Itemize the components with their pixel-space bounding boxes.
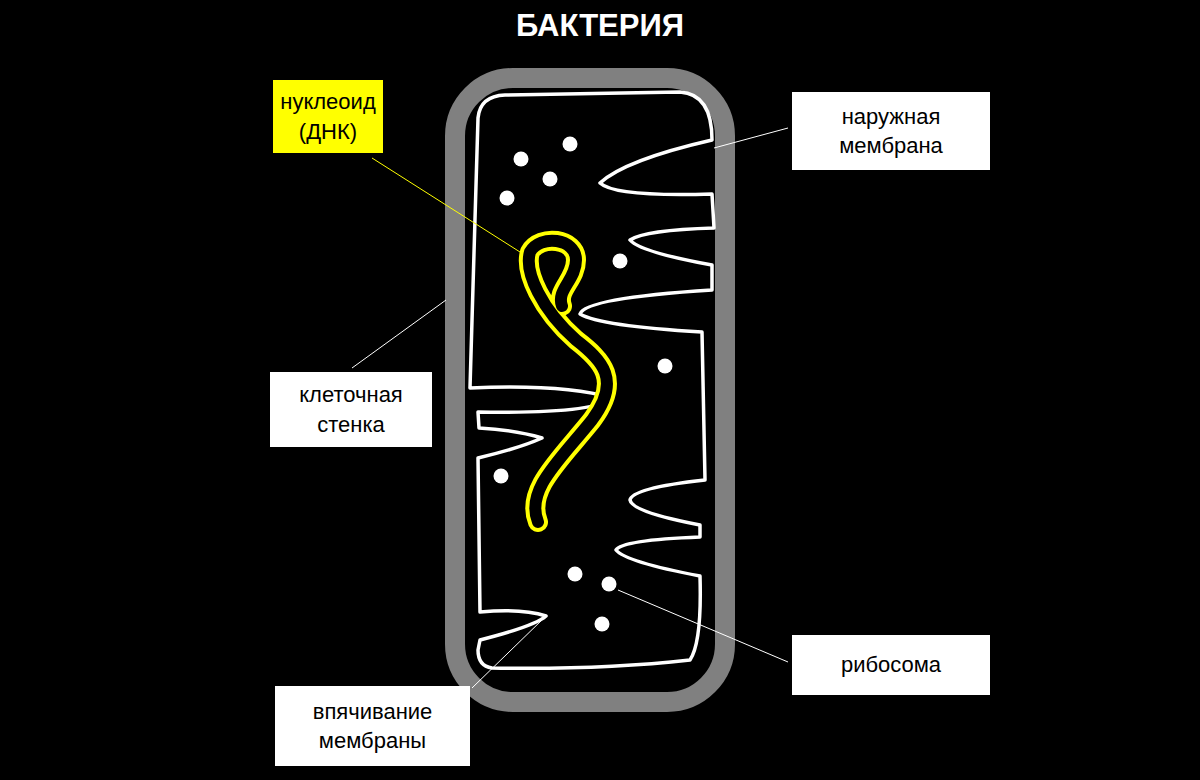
label-text: нуклеоид (ДНК) — [277, 87, 379, 145]
nucleoid-dna-core — [529, 241, 607, 522]
label-box: наружная мембрана — [792, 92, 990, 170]
label-text: клеточная стенка — [278, 380, 424, 438]
label-box: клеточная стенка — [270, 372, 432, 447]
label-text: рибосома — [841, 650, 941, 679]
nucleoid-dna — [529, 241, 607, 522]
label-box: впячивание мембраны — [275, 686, 470, 766]
label-box: рибосома — [792, 635, 990, 695]
diagram-title: БАКТЕРИЯ — [0, 8, 1200, 44]
cell-wall — [455, 78, 725, 702]
label-text: наружная мембрана — [800, 102, 982, 160]
ribosomes — [494, 137, 673, 632]
label-text: впячивание мембраны — [283, 697, 462, 755]
inner-membrane — [470, 92, 714, 668]
label-box: нуклеоид (ДНК) — [273, 80, 383, 153]
